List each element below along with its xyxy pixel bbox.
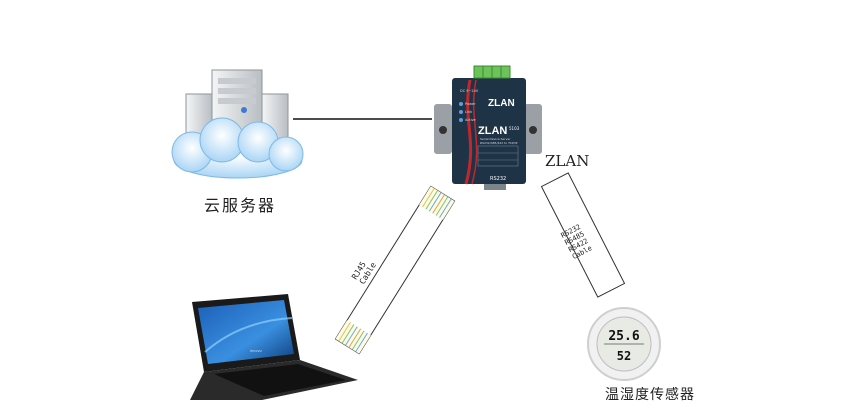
device-model: 5103: [509, 126, 520, 131]
sensor-temperature: 25.6: [608, 329, 639, 344]
laptop-brand: lenovo: [250, 349, 262, 353]
device-brand-top: ZLAN: [488, 98, 515, 109]
cloud-server-icon: [171, 69, 304, 179]
laptop-icon: [190, 294, 358, 400]
device-brand-main: ZLAN: [478, 125, 507, 137]
sensor-humidity: 52: [617, 349, 631, 363]
device-power-label: DC 9~24V: [460, 89, 479, 93]
rj45-connector-right: [419, 186, 455, 220]
device-led-power-label: Power: [465, 102, 476, 106]
cloud-server-label: 云服务器: [204, 196, 277, 215]
device-subtitle-2: RS232/485/422 to TCP/IP: [480, 141, 518, 145]
sensor-label: 温湿度传感器: [605, 387, 695, 403]
rj45-connector-left: [335, 320, 371, 354]
device-led-active-label: Active: [465, 118, 476, 122]
device-subtitle-1: Serial Device Server: [480, 137, 511, 141]
serial-cable-strip: [540, 172, 626, 298]
device-led-link-label: Link: [465, 110, 473, 114]
zlan-device-icon: [434, 65, 542, 190]
rj45-cable-strip: [334, 185, 456, 355]
device-port-label: RS232: [490, 176, 506, 182]
zlan-device-label: ZLAN: [545, 152, 590, 170]
sensor-icon: [587, 307, 661, 381]
